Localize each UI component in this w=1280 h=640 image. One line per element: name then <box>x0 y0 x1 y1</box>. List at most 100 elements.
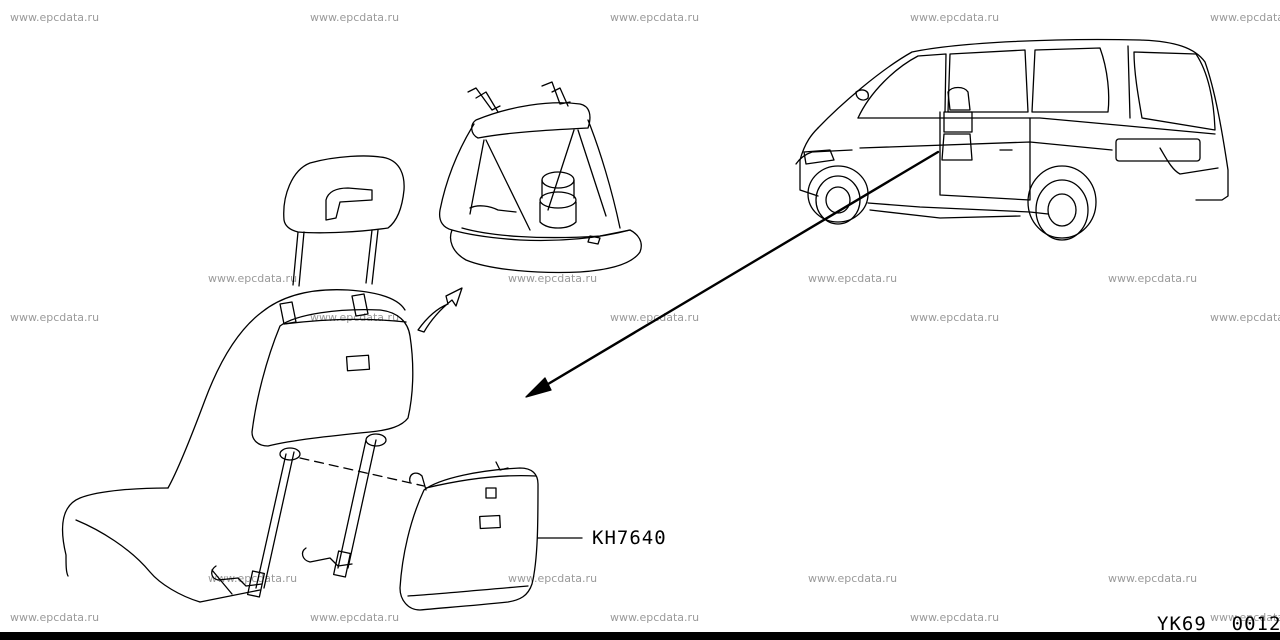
van-tail-light <box>1116 139 1200 161</box>
seatback-board <box>252 310 413 446</box>
part-seatback-board <box>400 462 582 610</box>
van-rocker <box>868 203 1048 214</box>
seat-frame-left <box>256 452 294 588</box>
watermark: www.epcdata.ru <box>1210 611 1280 624</box>
watermark: www.epcdata.ru <box>1210 311 1280 324</box>
watermark: www.epcdata.ru <box>1210 11 1280 24</box>
detail-cup-ring <box>540 192 576 208</box>
drawing-code: YK69 0012 <box>1157 613 1280 635</box>
van-hood <box>800 128 818 160</box>
seatback-top <box>262 290 405 312</box>
detail-strap-b <box>548 130 574 210</box>
watermark: www.epcdata.ru <box>310 311 400 324</box>
detail-tray-slot <box>588 236 600 244</box>
watermark: www.epcdata.ru <box>310 11 400 24</box>
detail-cup-base <box>540 202 576 228</box>
van-pillar <box>1128 46 1130 118</box>
watermark: www.epcdata.ru <box>610 311 700 324</box>
location-arrow <box>526 152 938 397</box>
seatback-board-edge <box>284 319 406 324</box>
watermark: www.epcdata.ru <box>208 272 298 285</box>
van-illustration <box>796 40 1228 241</box>
watermark: www.epcdata.ru <box>310 611 400 624</box>
board-hook-right <box>352 294 368 316</box>
headrest-stay-right <box>366 230 378 284</box>
lower-hook-mid <box>303 548 352 566</box>
van-front-wheel <box>816 176 860 224</box>
frame-bushing-left <box>280 448 300 460</box>
detail-clip-right-2 <box>552 88 568 106</box>
detail-inner-right <box>578 130 606 216</box>
board-hook-left <box>280 302 296 324</box>
van-rear-window <box>1134 52 1215 130</box>
part-board-bottom-edge <box>408 586 528 596</box>
van-interior-seat <box>942 88 972 161</box>
seatback-outline <box>168 312 262 488</box>
watermark: www.epcdata.ru <box>808 272 898 285</box>
van-side-lower <box>800 160 818 196</box>
part-board-outline <box>400 468 538 610</box>
van-mirror <box>856 90 868 100</box>
detail-cup-body <box>542 180 574 198</box>
bottom-border <box>0 632 1280 640</box>
van-belt-line <box>858 118 1215 134</box>
watermark: www.epcdata.ru <box>610 11 700 24</box>
frame-bushing-right <box>366 434 386 446</box>
van-windshield <box>858 54 946 118</box>
detail-top-rail <box>472 103 590 138</box>
headrest-stay-left <box>293 232 304 286</box>
lower-strap-1 <box>248 571 265 597</box>
van-rear-hub <box>1048 194 1076 226</box>
van-sliding-door <box>940 112 1030 200</box>
detail-belt <box>470 206 516 212</box>
part-label-plate <box>480 515 501 528</box>
lower-rod <box>212 570 232 594</box>
van-rear-bumper <box>1160 148 1218 174</box>
detail-tray <box>451 230 642 273</box>
part-number-label: KH7640 <box>592 527 667 549</box>
detail-clip-left-2 <box>476 92 498 112</box>
part-clip-left <box>410 473 426 490</box>
van-underbody <box>870 210 1020 218</box>
detail-inner-left <box>470 140 484 214</box>
watermark: www.epcdata.ru <box>1108 572 1198 585</box>
van-rear-wheel-arch <box>1028 166 1096 238</box>
watermark: www.epcdata.ru <box>808 572 898 585</box>
detail-side-left <box>440 124 474 230</box>
watermark: www.epcdata.ru <box>208 572 298 585</box>
headrest-recess <box>326 188 372 220</box>
seatback-label-plate <box>347 355 370 371</box>
fit-guide-dashed <box>300 458 424 486</box>
part-board-top-edge <box>426 476 536 488</box>
seat-assembly <box>63 156 424 602</box>
detail-strap-a <box>486 140 530 230</box>
watermark: www.epcdata.ru <box>910 311 1000 324</box>
seat-frame-right <box>338 440 376 568</box>
watermark: www.epcdata.ru <box>910 611 1000 624</box>
van-headlight <box>804 150 834 164</box>
seat-side-line <box>200 590 260 602</box>
part-top-tab <box>486 488 496 498</box>
van-front-hub <box>826 187 850 213</box>
watermark: www.epcdata.ru <box>610 611 700 624</box>
watermark: www.epcdata.ru <box>508 572 598 585</box>
detail-side-right <box>588 120 620 228</box>
seat-cushion <box>63 488 168 576</box>
headrest <box>284 156 404 233</box>
van-rear-wheel <box>1036 180 1088 240</box>
watermark: www.epcdata.ru <box>910 11 1000 24</box>
part-clip-right <box>496 462 508 470</box>
van-side-window-1 <box>948 50 1028 112</box>
van-side-window-2 <box>1032 48 1109 112</box>
van-body-outline <box>818 40 1228 201</box>
detail-arrow <box>418 288 462 332</box>
seat-cushion-contour <box>76 520 200 602</box>
watermark: www.epcdata.ru <box>1108 272 1198 285</box>
watermark: www.epcdata.ru <box>508 272 598 285</box>
watermark: www.epcdata.ru <box>10 311 100 324</box>
watermark: www.epcdata.ru <box>10 11 100 24</box>
lower-hook-left <box>212 566 262 586</box>
watermark: www.epcdata.ru <box>10 611 100 624</box>
